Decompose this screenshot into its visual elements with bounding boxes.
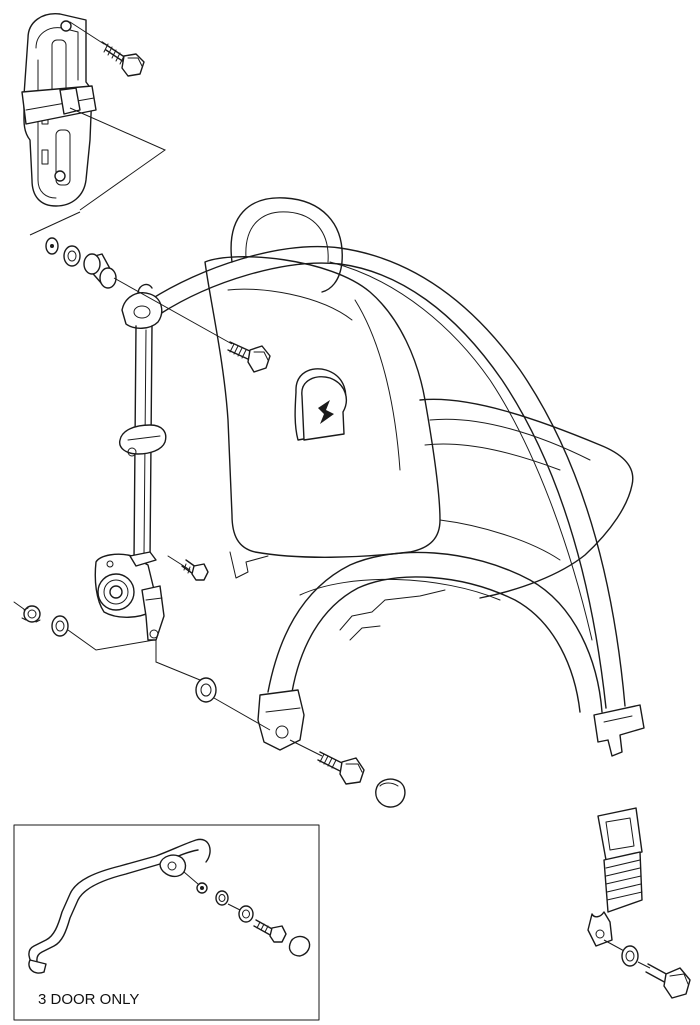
buckle-assembly (587, 807, 691, 999)
inset-frame (13, 824, 320, 1021)
belt-webbing (149, 245, 645, 757)
lower-anchor-hardware (155, 640, 406, 808)
three-door-inset: 3 DOOR ONLY (13, 824, 320, 1021)
seat (204, 197, 634, 641)
top-bolt (69, 21, 145, 77)
seatbelt-warning-label (294, 368, 347, 441)
retractor-assembly (94, 325, 209, 641)
inset-label: 3 DOOR ONLY (38, 991, 139, 1008)
height-adjuster (21, 13, 97, 207)
lower-anchor-plate (257, 689, 305, 751)
upper-anchor-hardware (45, 237, 271, 373)
retractor-washers (13, 601, 155, 651)
tongue-plate (593, 704, 645, 757)
